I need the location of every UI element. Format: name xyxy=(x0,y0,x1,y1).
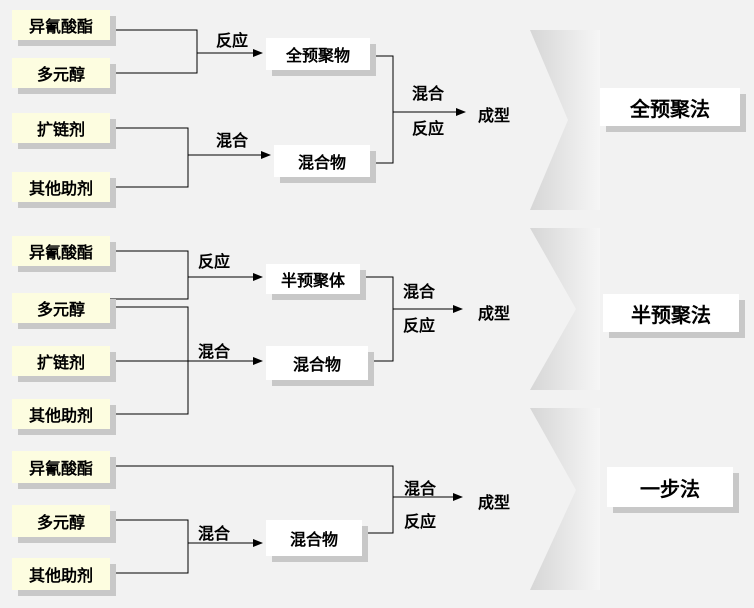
full-prepolymer: 全预聚物 xyxy=(266,38,370,70)
reaction-label-2: 反应 xyxy=(198,252,231,271)
combine-react-label-2: 反应 xyxy=(403,316,436,335)
method-one-step: 一步法 xyxy=(607,467,733,507)
input-other-additives-3: 其他助剂 xyxy=(12,558,110,590)
input-other-additives-2: 其他助剂 xyxy=(12,399,110,429)
chevron-1 xyxy=(530,30,600,210)
reaction-label-1: 反应 xyxy=(216,31,249,50)
molding-label-1: 成型 xyxy=(478,106,511,125)
input-isocyanate-3: 异氰酸酯 xyxy=(12,451,110,483)
semi-prepolymer: 半预聚体 xyxy=(266,264,360,294)
mix-label-1: 混合 xyxy=(216,131,249,150)
combine-mix-label-3: 混合 xyxy=(404,479,437,498)
mix-label-2: 混合 xyxy=(198,342,231,361)
combine-mix-label-2: 混合 xyxy=(403,282,436,301)
mix-label-3: 混合 xyxy=(198,524,231,543)
combine-react-label-1: 反应 xyxy=(412,119,445,138)
input-chain-extender-1: 扩链剂 xyxy=(12,113,110,143)
input-isocyanate-2: 异氰酸酯 xyxy=(12,236,110,266)
combine-react-label-3: 反应 xyxy=(404,512,437,531)
input-isocyanate-1: 异氰酸酯 xyxy=(12,10,110,40)
input-chain-extender-2: 扩链剂 xyxy=(12,346,110,376)
mixture-2: 混合物 xyxy=(266,346,368,380)
mixture-3: 混合物 xyxy=(266,520,362,556)
input-polyol-2: 多元醇 xyxy=(12,293,110,323)
mixture-1: 混合物 xyxy=(274,145,370,177)
input-polyol-3: 多元醇 xyxy=(12,505,110,537)
method-semi-prepolymer: 半预聚法 xyxy=(603,294,739,332)
combine-mix-label-1: 混合 xyxy=(412,84,445,103)
input-other-additives-1: 其他助剂 xyxy=(12,172,110,202)
chevron-3 xyxy=(530,408,600,590)
method-full-prepolymer: 全预聚法 xyxy=(600,88,740,126)
molding-label-2: 成型 xyxy=(478,304,511,323)
molding-label-3: 成型 xyxy=(478,493,511,512)
input-polyol-1: 多元醇 xyxy=(12,58,110,88)
chevron-2 xyxy=(530,228,600,390)
